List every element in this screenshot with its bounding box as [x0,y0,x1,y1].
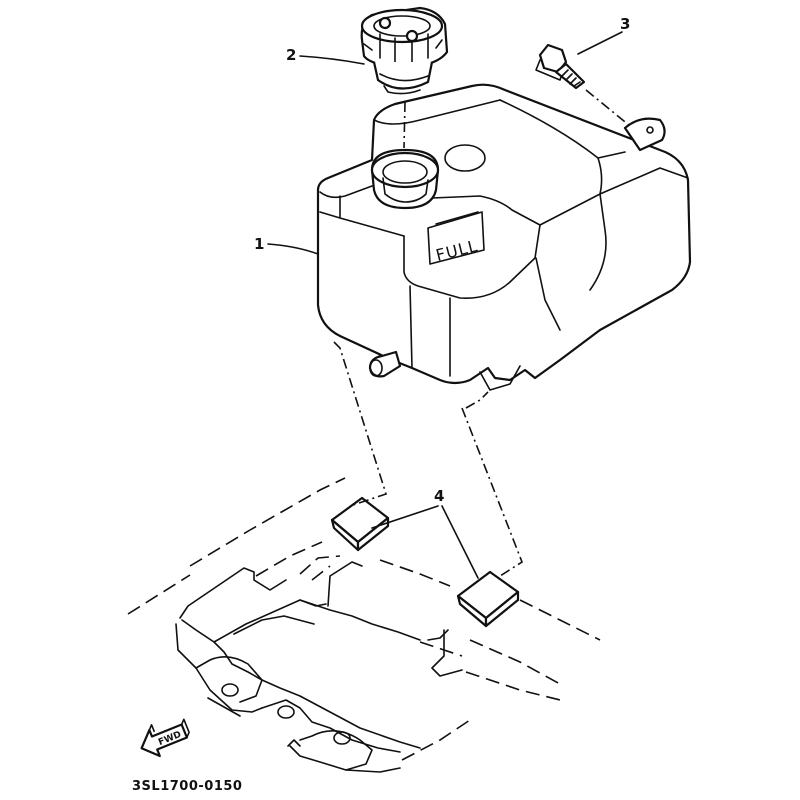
diagram-code: 3SL1700-0150 [132,779,242,794]
callout-1: 1 [254,235,319,255]
callout-number-1: 1 [254,235,264,253]
callout-number-2: 2 [286,46,296,64]
forward-direction-arrow: FWD [140,718,190,758]
callout-3: 3 [577,15,630,55]
frame-bracket [175,561,463,773]
rubber-pad-lower [456,570,520,628]
frame-outline-dashed [127,477,601,761]
callout-number-4: 4 [434,487,444,505]
fuel-tank: FULL [316,83,692,391]
callout-2: 2 [286,46,365,65]
mounting-bolt [535,43,586,90]
tank-cap [360,6,449,95]
assembly-lines [333,89,631,577]
callout-number-3: 3 [620,15,630,33]
rubber-pad-upper [330,496,390,552]
callout-4: 4 [371,487,479,579]
